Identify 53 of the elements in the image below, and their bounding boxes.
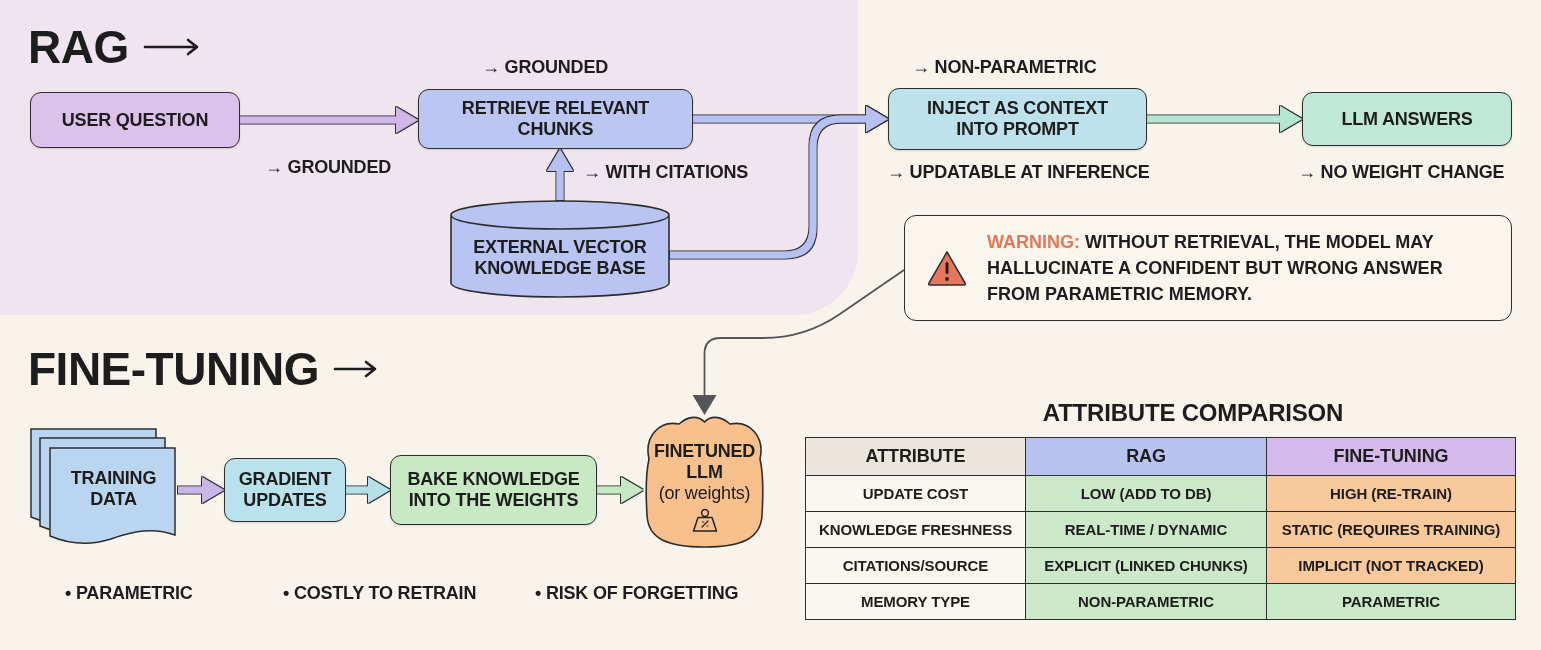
header-cell: RAG	[1026, 438, 1266, 475]
bullet-text: • PARAMETRIC	[65, 583, 193, 605]
table-cell: HIGH (RE-TRAIN)	[1267, 476, 1515, 511]
step-label: TRAINING DATA	[69, 467, 158, 511]
process-box	[418, 89, 693, 149]
table-cell: EXPLICIT (LINKED CHUNKS)	[1026, 548, 1266, 583]
step-label: USER QUESTION	[61, 109, 209, 131]
table-cell: NON-PARAMETRIC	[1026, 584, 1266, 619]
step-label: RETRIEVE RELEVANT CHUNKS	[460, 98, 651, 140]
step-label: BAKE KNOWLEDGE INTO THE WEIGHTS	[406, 469, 581, 511]
table-cell: MEMORY TYPE	[806, 584, 1025, 619]
table-cell: PARAMETRIC	[1267, 584, 1515, 619]
table-cell: REAL-TIME / DYNAMIC	[1026, 512, 1266, 547]
process-box	[888, 88, 1147, 150]
section-heading: FINE-TUNING	[28, 346, 319, 392]
arrow	[240, 107, 418, 133]
arrow	[692, 269, 905, 415]
arrow	[670, 106, 888, 259]
step-label: GRADIENT UPDATES	[237, 469, 333, 511]
process-box	[1302, 92, 1512, 146]
arrow	[597, 477, 643, 503]
arrow	[1147, 106, 1302, 132]
table-cell: CITATIONS/SOURCE	[806, 548, 1025, 583]
table-cell: UPDATE COST	[806, 476, 1025, 511]
arrow	[346, 477, 390, 503]
table-title: ATTRIBUTE COMPARISON	[1042, 400, 1344, 427]
annotation-text: → GROUNDED	[482, 57, 608, 79]
header-cell: ATTRIBUTE	[806, 438, 1025, 475]
annotation-text: → UPDATABLE AT INFERENCE	[887, 162, 1150, 184]
step-label: LLM ANSWERS	[1341, 108, 1473, 130]
section-heading: RAG	[28, 24, 129, 70]
header-cell: FINE-TUNING	[1267, 438, 1515, 475]
table-cell: STATIC (REQUIRES TRAINING)	[1267, 512, 1515, 547]
warning-callout	[904, 215, 1512, 321]
document-stack	[30, 428, 178, 546]
database-cylinder	[450, 200, 670, 298]
section-panel	[0, 0, 858, 315]
step-label: (or weights)	[658, 483, 751, 505]
step-label: FINETUNED LLM	[652, 440, 757, 483]
process-box	[30, 92, 240, 148]
bullet-text: • COSTLY TO RETRAIN	[283, 583, 477, 605]
step-label: INJECT AS CONTEXT INTO PROMPT	[926, 98, 1109, 140]
warning-text: WARNING: WITHOUT RETRIEVAL, THE MODEL MAY HALLUCINATE A CONFIDENT BUT WRONG ANSWER FROM PARAMETRIC MEMORY.	[987, 230, 1444, 307]
step-label: EXTERNAL VECTOR KNOWLEDGE BASE	[472, 236, 648, 280]
process-box	[224, 458, 346, 522]
table-cell: KNOWLEDGE FRESHNESS	[806, 512, 1025, 547]
table-cell: LOW (ADD TO DB)	[1026, 476, 1266, 511]
annotation-text: → NO WEIGHT CHANGE	[1298, 162, 1505, 184]
annotation-text: → NON-PARAMETRIC	[912, 57, 1097, 79]
process-box	[390, 455, 597, 525]
bullet-text: • RISK OF FORGETTING	[535, 583, 739, 605]
table-cell: IMPLICIT (NOT TRACKED)	[1267, 548, 1515, 583]
brain-shape	[643, 415, 766, 548]
